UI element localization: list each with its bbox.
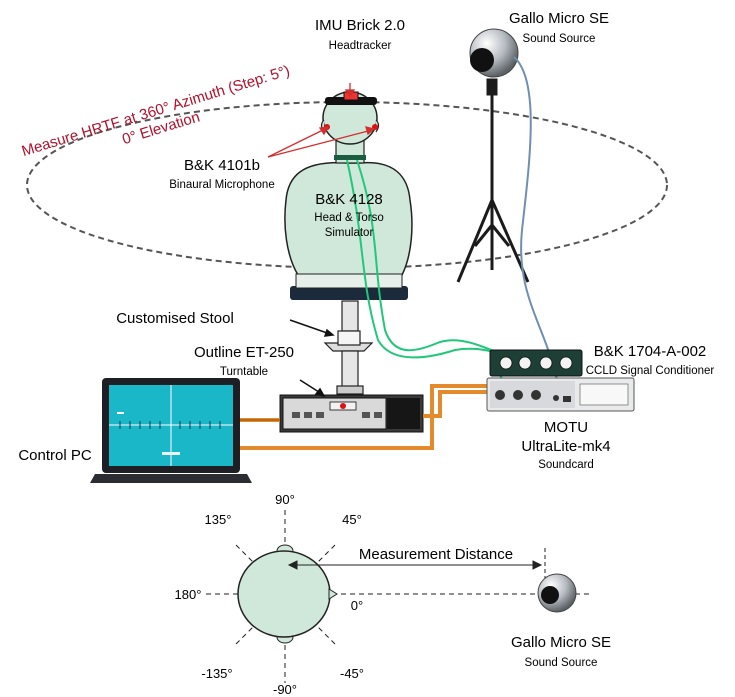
headtracker-band-icon [325, 91, 377, 105]
stool [323, 300, 374, 395]
speaker-bottom-title: Gallo Micro SE [511, 634, 611, 651]
control-pc-laptop [90, 378, 252, 483]
speaker-bottom-subtitle: Sound Source [525, 657, 598, 669]
angle-minus-45: -45° [340, 666, 364, 681]
listener-head-icon [237, 544, 338, 644]
angle-minus-90: -90° [273, 682, 297, 697]
mic-title: B&K 4101b [184, 157, 260, 174]
angle-45: 45° [342, 512, 362, 527]
motu-model: UltraLite-mk4 [521, 438, 610, 455]
conditioner-title: B&K 1704-A-002 [594, 343, 707, 360]
hrtf-line1: Measure HRTF at 360° Azimuth (Step: 5°) [20, 62, 292, 160]
control-pc-label: Control PC [18, 447, 92, 464]
speaker-top-subtitle: Sound Source [523, 33, 596, 45]
turntable-pointer [299, 379, 326, 398]
angle-90: 90° [275, 492, 295, 507]
angle-minus-135: -135° [201, 666, 232, 681]
speaker-top-icon [469, 28, 519, 78]
tripod [456, 78, 530, 283]
angle-0: 0° [351, 598, 363, 613]
hats-subtitle-2: Simulator [325, 227, 374, 239]
angle-180: 180° [175, 587, 202, 602]
stool-pointer [289, 319, 335, 337]
blue-cable [513, 56, 561, 396]
imu-subtitle: Headtracker [329, 40, 392, 52]
imu-title: IMU Brick 2.0 [315, 17, 405, 34]
hats-title: B&K 4128 [315, 191, 383, 208]
angle-135: 135° [205, 512, 232, 527]
hats-subtitle-1: Head & Torso [314, 212, 383, 224]
mic-subtitle: Binaural Microphone [169, 179, 274, 191]
motu-subtitle: Soundcard [538, 459, 594, 471]
turntable-subtitle: Turntable [220, 366, 268, 378]
speaker-bottom-icon [537, 573, 577, 613]
speaker-top-title: Gallo Micro SE [509, 10, 609, 27]
hats-mannequin [284, 91, 413, 300]
stool-label: Customised Stool [116, 310, 234, 327]
motu-soundcard-device [486, 377, 635, 412]
motu-title: MOTU [544, 419, 588, 436]
signal-conditioner-device [489, 349, 583, 377]
conditioner-subtitle: CCLD Signal Conditioner [586, 365, 715, 377]
turntable-device [279, 394, 424, 433]
measurement-distance-label: Measurement Distance [359, 546, 513, 563]
annotation-pointers [267, 83, 376, 158]
orange-cables [240, 384, 490, 450]
turntable-title: Outline ET-250 [194, 344, 294, 361]
